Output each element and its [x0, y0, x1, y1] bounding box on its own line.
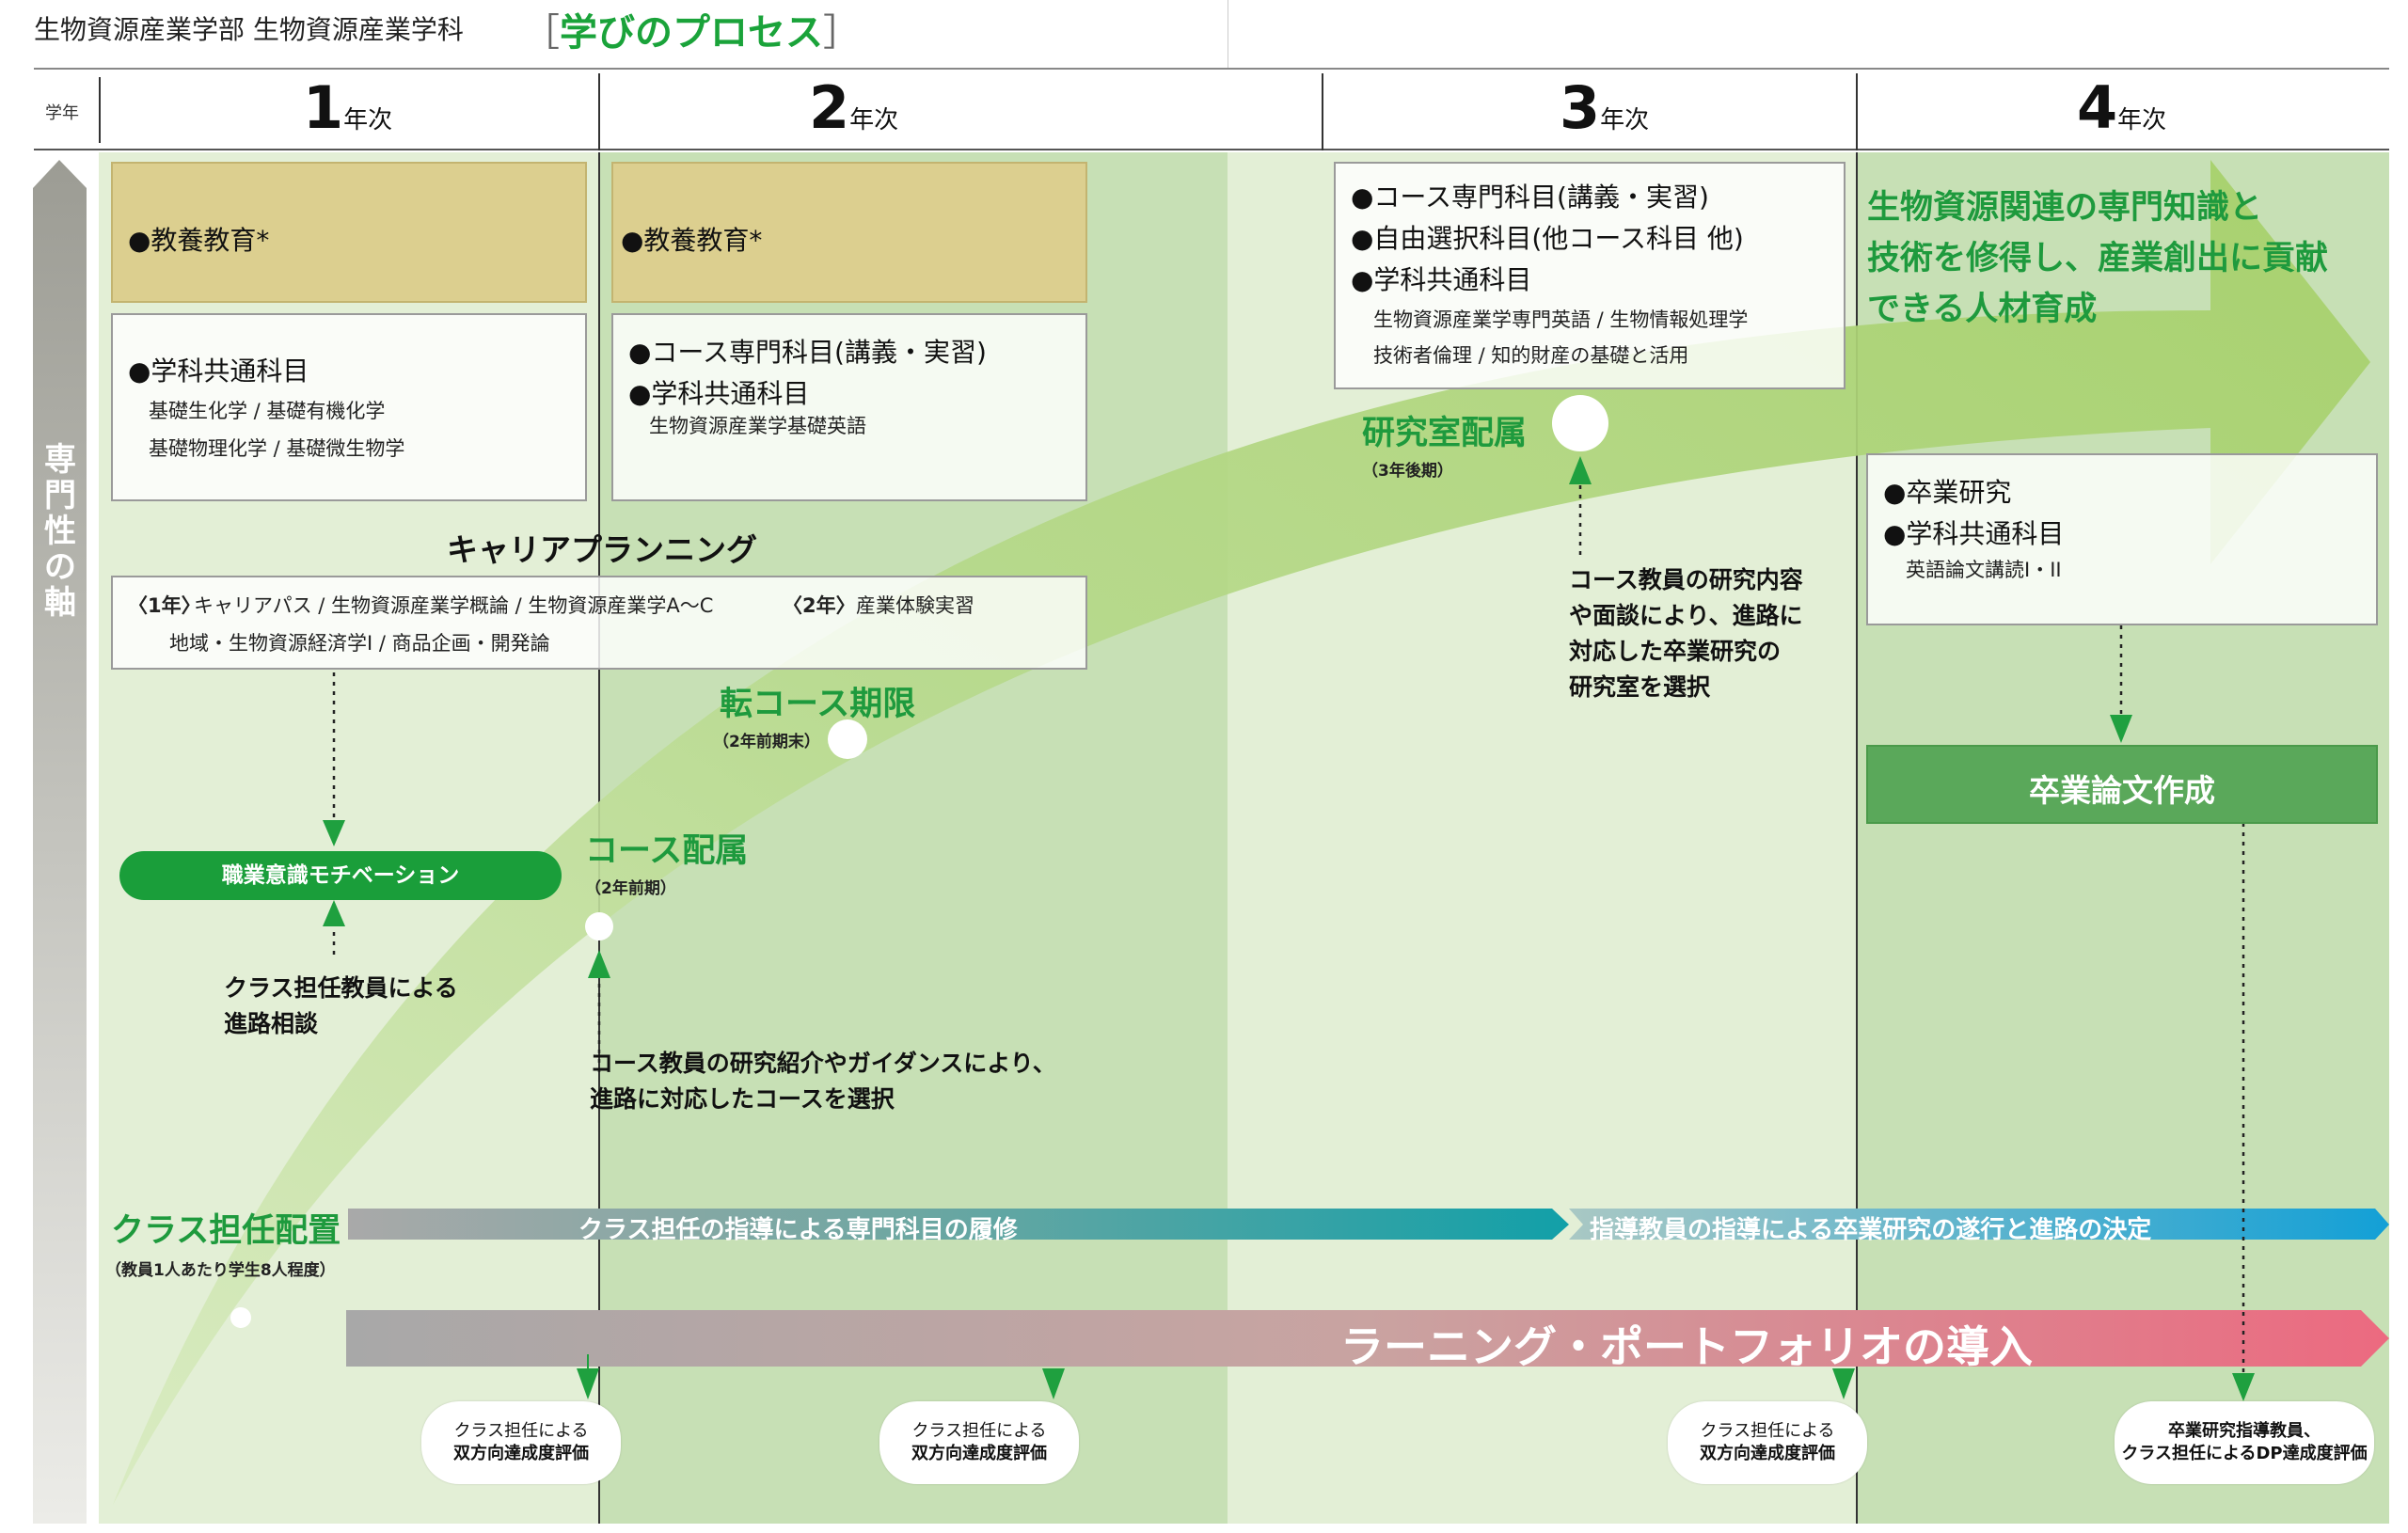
homeroom-assignment-note: （教員1人あたり学生8人程度） — [105, 1261, 336, 1280]
evaluation-y3-line1: クラス担任による — [1700, 1421, 1835, 1441]
lab-assignment-marker — [1552, 395, 1608, 451]
year-4-number: 4 — [2077, 73, 2118, 142]
y1-common-sub2: 基礎物理化学 / 基礎微生物学 — [149, 437, 405, 460]
process-title-text: 学びのプロセス — [560, 11, 823, 55]
y1-common-box: ●学科共通科目 基礎生化学 / 基礎有機化学 基礎物理化学 / 基礎微生物学 — [111, 313, 587, 501]
specialization-axis-label: 専門性の軸 — [44, 441, 76, 622]
y4-common-sub: 英語論文講読I・II — [1906, 559, 2062, 581]
evaluation-y3-line2: 双方向達成度評価 — [1700, 1444, 1835, 1463]
transfer-deadline-label: 転コース期限 — [720, 686, 916, 723]
lab-select-line1: コース教員の研究内容 — [1569, 566, 1803, 593]
career-y2-tag: 〈2年〉 — [783, 594, 856, 617]
career-y1-items: キャリアパス / 生物資源産業学概論 / 生物資源産業学A〜C — [194, 594, 714, 617]
portfolio-label: ラーニング・ポートフォリオの導入 — [1340, 1321, 2033, 1372]
career-planning-box: 〈1年〉 キャリアパス / 生物資源産業学概論 / 生物資源産業学A〜C 〈2年… — [111, 576, 1087, 670]
goal-line-1: 生物資源関連の専門知識と — [1867, 189, 2263, 227]
transfer-deadline-marker — [828, 719, 867, 759]
course-select-line1: コース教員の研究紹介やガイダンスにより、 — [590, 1050, 1056, 1077]
homeroom-assignment-label: クラス担任配置 — [111, 1212, 341, 1250]
evaluation-y2-line2: 双方向達成度評価 — [911, 1444, 1047, 1463]
homeroom-assignment-marker — [230, 1307, 251, 1328]
y2-course-title: ●コース専門科目(講義・実習) — [628, 337, 987, 368]
y3-line1: ●コース専門科目(講義・実習) — [1351, 182, 1709, 213]
header-rule-bottom — [34, 149, 2389, 150]
goal-line-2: 技術を修得し、産業創出に貢献 — [1867, 240, 2329, 277]
lab-select-line4: 研究室を選択 — [1569, 673, 1711, 701]
grade-column-label: 学年 — [45, 103, 79, 123]
course-assignment-label: コース配属 — [585, 832, 749, 870]
career-planning-title: キャリアプランニング — [447, 531, 757, 568]
homeroom-consult-text: クラス担任教員による 進路相談 — [224, 971, 458, 1042]
y1-common-sub1: 基礎生化学 / 基礎有機化学 — [149, 400, 386, 422]
year-1-header: 1年次 — [303, 73, 392, 142]
lab-select-line3: 対応した卒業研究の — [1569, 638, 1782, 665]
y1-common-title: ●学科共通科目 — [128, 356, 309, 387]
year-3-suffix: 年次 — [1600, 106, 1650, 134]
course-assignment-note: （2年前期） — [585, 879, 676, 898]
year-3-number: 3 — [1560, 73, 1601, 142]
thesis-writing-box: 卒業論文作成 — [1866, 745, 2378, 824]
year-3-header: 3年次 — [1560, 73, 1649, 142]
course-assignment-marker — [585, 912, 613, 940]
evaluation-y1-line2: 双方向達成度評価 — [453, 1444, 589, 1463]
evaluation-y1-line1: クラス担任による — [453, 1421, 589, 1441]
course-select-line2: 進路に対応したコースを選択 — [590, 1085, 895, 1113]
year-1-suffix: 年次 — [343, 106, 393, 134]
year-2-header: 2年次 — [809, 73, 898, 142]
guidance-bar-1-label: クラス担任の指導による専門科目の履修 — [578, 1216, 1018, 1244]
goal-line-3: できる人材育成 — [1867, 291, 2098, 328]
y3-courses-box: ●コース専門科目(講義・実習) ●自由選択科目(他コース科目 他) ●学科共通科… — [1334, 162, 1846, 389]
year-4-header: 4年次 — [2077, 73, 2166, 142]
y2-liberal-text: ●教養教育* — [621, 225, 763, 256]
guidance-bar-2-label: 指導教員の指導による卒業研究の遂行と進路の決定 — [1590, 1216, 2152, 1244]
y1-liberal-text: ●教養教育* — [128, 225, 270, 256]
lab-assignment-label: 研究室配属 — [1362, 415, 1528, 452]
career-line2: 地域・生物資源経済学I / 商品企画・開発論 — [169, 632, 550, 655]
y3-sub1: 生物資源産業学専門英語 / 生物情報処理学 — [1373, 308, 1749, 331]
bracket-close: ］ — [823, 11, 861, 55]
lab-select-line2: や面談により、進路に — [1569, 602, 1803, 629]
year-header-sep-2 — [1322, 73, 1323, 150]
y2-course-box: ●コース専門科目(講義・実習) ●学科共通科目 生物資源産業学基礎英語 — [611, 313, 1087, 501]
year-header-sep-1 — [598, 73, 600, 150]
homeroom-consult-line2: 進路相談 — [224, 1010, 319, 1037]
evaluation-y4-line2: クラス担任によるDP達成度評価 — [2121, 1444, 2368, 1463]
evaluation-y3: クラス担任による 双方向達成度評価 — [1668, 1401, 1867, 1484]
y1-liberal-box: ●教養教育* — [111, 162, 587, 303]
evaluation-y4: 卒業研究指導教員、 クラス担任によるDP達成度評価 — [2115, 1401, 2374, 1484]
evaluation-y2-line1: クラス担任による — [911, 1421, 1047, 1441]
lab-assignment-note: （3年後期） — [1362, 462, 1453, 481]
y2-liberal-box: ●教養教育* — [611, 162, 1087, 303]
thesis-writing-label: 卒業論文作成 — [2029, 772, 2215, 809]
year-header-sep-3 — [1856, 73, 1858, 150]
y2-common-title: ●学科共通科目 — [628, 378, 810, 409]
y3-line3: ●学科共通科目 — [1351, 264, 1532, 295]
year-4-suffix: 年次 — [2117, 106, 2167, 134]
lab-select-text: コース教員の研究内容 や面談により、進路に 対応した卒業研究の 研究室を選択 — [1569, 562, 1803, 705]
transfer-deadline-note: （2年前期末） — [713, 733, 820, 751]
career-y1-tag: 〈1年〉 — [128, 594, 201, 617]
evaluation-y1: クラス担任による 双方向達成度評価 — [421, 1401, 621, 1484]
year-header-sep-0 — [99, 77, 101, 143]
y3-sub2: 技術者倫理 / 知的財産の基礎と活用 — [1373, 344, 1689, 367]
year-1-number: 1 — [303, 73, 344, 142]
evaluation-y2: クラス担任による 双方向達成度評価 — [879, 1401, 1079, 1484]
y4-common-title: ●学科共通科目 — [1883, 518, 2065, 549]
header-rule-top — [34, 68, 2389, 70]
y2-common-sub: 生物資源産業学基礎英語 — [649, 415, 866, 437]
year-2-number: 2 — [809, 73, 850, 142]
y4-research-box: ●卒業研究 ●学科共通科目 英語論文講読I・II — [1866, 453, 2378, 625]
year-2-suffix: 年次 — [849, 106, 899, 134]
y4-thesis-research: ●卒業研究 — [1883, 477, 2012, 508]
evaluation-y4-line1: 卒業研究指導教員、 — [2168, 1421, 2321, 1441]
y3-line2: ●自由選択科目(他コース科目 他) — [1351, 223, 1744, 254]
career-y2-items: 産業体験実習 — [856, 594, 974, 617]
homeroom-consult-line1: クラス担任教員による — [224, 974, 458, 1002]
course-select-text: コース教員の研究紹介やガイダンスにより、 進路に対応したコースを選択 — [590, 1046, 1056, 1117]
process-title: ［学びのプロセス］ — [522, 2, 861, 56]
career-motivation-pill: 職業意識モチベーション — [119, 851, 562, 900]
faculty-title: 生物資源産業学部 生物資源産業学科 — [34, 14, 464, 45]
bracket-open: ［ — [522, 11, 560, 55]
